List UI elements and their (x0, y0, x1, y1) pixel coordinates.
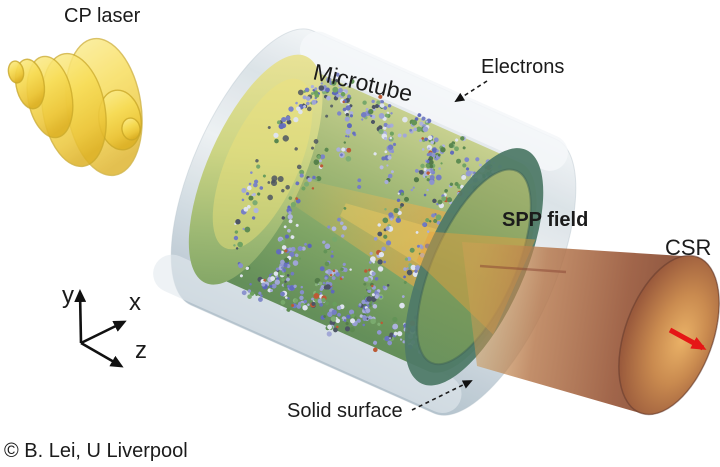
csr-end-cap (618, 254, 720, 416)
solid-surface-pointer-arrow-icon (411, 380, 473, 411)
electrons-pointer-arrow-icon (454, 80, 488, 103)
laser-disc (121, 117, 141, 141)
axes-triad: y x z (62, 282, 147, 368)
label-cp-laser: CP laser (64, 5, 141, 27)
microtube-wall-bottom-highlight (153, 254, 462, 414)
microtube-wall-top-highlight (299, 31, 568, 171)
csr-axis-streak (479, 264, 567, 274)
label-electrons: Electrons (481, 56, 564, 78)
x-axis-label: x (129, 289, 141, 316)
label-csr: CSR (665, 235, 711, 260)
tube-left-end-face (188, 54, 323, 285)
cp-laser-group (7, 37, 143, 177)
laser-disc (7, 60, 25, 84)
y-axis-arrow-icon (74, 289, 87, 344)
label-solid-surface: Solid surface (287, 400, 403, 422)
copyright-text: © B. Lei, U Liverpool (4, 440, 188, 462)
x-axis-arrow-icon (80, 320, 127, 345)
z-axis-arrow-icon (80, 341, 124, 368)
csr-direction-arrow-icon (668, 327, 707, 351)
label-spp-field: SPP field (502, 209, 588, 231)
z-axis-label: z (135, 337, 147, 364)
y-axis-label: y (62, 282, 74, 309)
